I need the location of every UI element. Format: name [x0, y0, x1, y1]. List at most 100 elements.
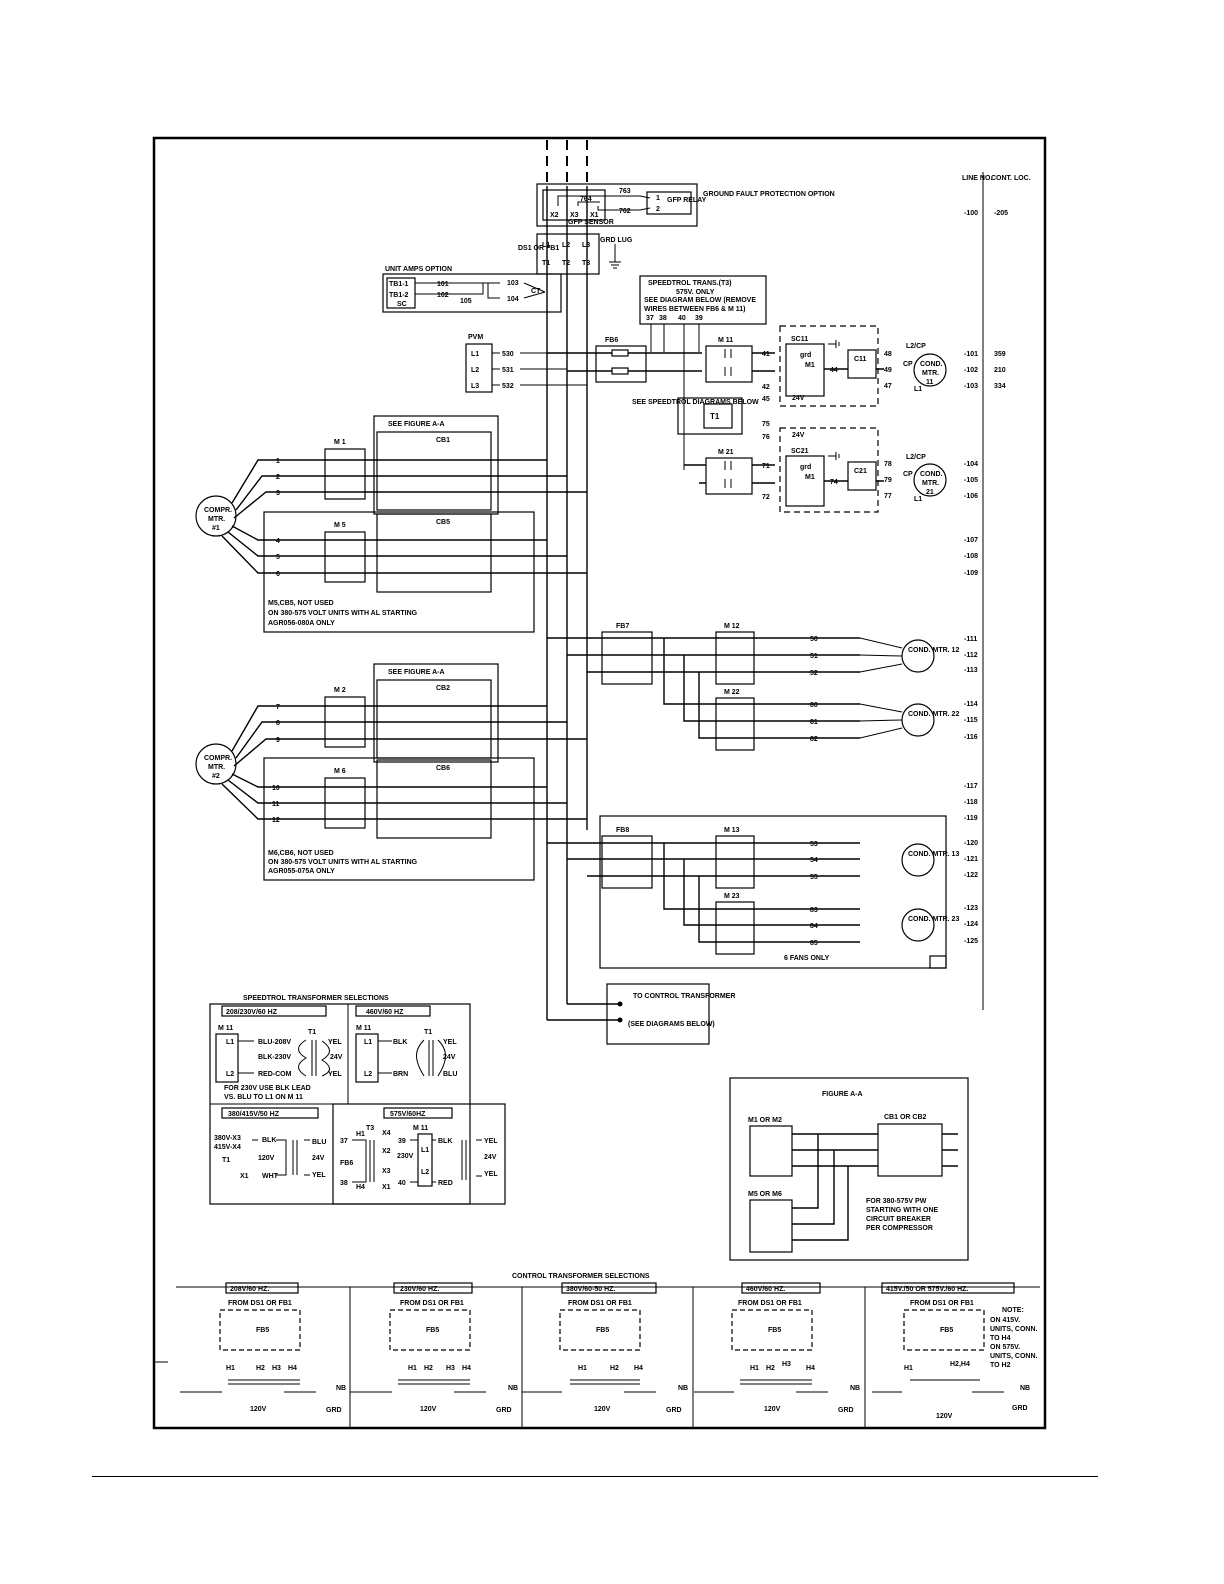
cont-loc: -205	[994, 210, 1008, 217]
wire-label: 531	[502, 367, 514, 374]
cap-label: C11	[854, 356, 867, 363]
fb7-group: FB7 M 12 M 22 50 51 52 80 81 82 COND. MT…	[547, 623, 959, 751]
line-number: -122	[964, 872, 978, 879]
wire-label: 77	[884, 493, 892, 500]
speedtrol-note: VS. BLU TO L1 ON M 11	[224, 1094, 303, 1101]
wire-label: 37	[340, 1138, 348, 1145]
wire-label: 72	[762, 494, 770, 501]
speedtrol-selections-title: SPEEDTROL TRANSFORMER SELECTIONS	[243, 995, 389, 1002]
tap-label: H2	[610, 1365, 619, 1372]
wire-label: 83	[810, 907, 818, 914]
terminal-label: L2	[471, 367, 479, 374]
panel-header: 208/230V/60 HZ	[226, 1009, 278, 1016]
starter-label: M 5	[334, 522, 346, 529]
terminal-label: T1	[542, 260, 550, 267]
lead-label: BLK	[262, 1137, 276, 1144]
line-number: -107	[964, 537, 978, 544]
m6-note: M6,CB6, NOT USED	[268, 850, 334, 857]
wire-label: 85	[810, 940, 818, 947]
wire-label: 51	[810, 653, 818, 660]
line-number: -124	[964, 921, 978, 928]
panel-header: 575V/60HZ	[390, 1111, 426, 1118]
m5-note: AGR056-080A ONLY	[268, 620, 335, 627]
compressor-label: COMPR.	[204, 755, 232, 762]
speedtrol-note: FOR 230V USE BLK LEAD	[224, 1085, 311, 1092]
starter-label: M 12	[724, 623, 740, 630]
compressor-label: #1	[212, 525, 220, 532]
from-label: FROM DS1 OR FB1	[228, 1300, 292, 1307]
compressor-label: COMPR.	[204, 507, 232, 514]
t1-label: T1	[222, 1157, 230, 1164]
wire-label: 764	[580, 196, 592, 203]
compressor-label: MTR.	[208, 516, 225, 523]
fb5-label: FB5	[256, 1327, 269, 1334]
panel-header: 230V/60 HZ.	[400, 1286, 439, 1293]
figure-aa-note: STARTING WITH ONE	[866, 1207, 939, 1214]
line-number: -116	[964, 734, 978, 741]
tap-label: H2	[766, 1365, 775, 1372]
v120-label: 120V	[250, 1406, 267, 1413]
starter-label: M 11	[413, 1125, 428, 1132]
nb-label: NB	[508, 1385, 518, 1392]
v120-label: 120V	[936, 1413, 953, 1420]
lead-label: YEL	[328, 1071, 342, 1078]
wire-label: 81	[810, 719, 818, 726]
gfp-option: GROUND FAULT PROTECTION OPTION GFP RELAY…	[536, 183, 835, 227]
from-label: FROM DS1 OR FB1	[568, 1300, 632, 1307]
wire-label: 44	[830, 367, 838, 374]
starter-label: M 1	[334, 439, 346, 446]
terminal-label: L2/CP	[906, 454, 926, 461]
lead-label: YEL	[484, 1171, 498, 1178]
wire-label: 75	[762, 421, 770, 428]
wire-label: 48	[884, 351, 892, 358]
wire-label: 105	[460, 298, 472, 305]
line-number: -103	[964, 383, 978, 390]
v24-label: 24V	[792, 395, 805, 402]
wire-label: 40	[678, 315, 686, 322]
terminal-label: L3	[582, 242, 590, 249]
pvm: PVM L1 L2 L3 530 531 532	[465, 334, 587, 393]
speedtrol-text: SEE DIAGRAM BELOW (REMOVE	[644, 297, 756, 304]
lead-label: 230V	[397, 1153, 414, 1160]
six-fans-label: 6 FANS ONLY	[784, 955, 830, 962]
m6-note: ON 380-575 VOLT UNITS WITH AL STARTING	[268, 859, 418, 866]
line-number: -114	[964, 701, 978, 708]
wire-label: 102	[437, 292, 449, 299]
v120-label: 120V	[764, 1406, 781, 1413]
cond-motor-11: COND. MTR. 11 L2/CP CP L1 48 49 47	[884, 343, 947, 393]
v24-label: 24V	[792, 432, 805, 439]
wire-label: 101	[437, 281, 449, 288]
line-number: -125	[964, 938, 978, 945]
panel-header: 460V/60 HZ.	[746, 1286, 785, 1293]
nb-label: NB	[336, 1385, 346, 1392]
ground-icon	[609, 244, 621, 269]
wire-label: 7	[276, 704, 280, 711]
wire-label: 103	[507, 280, 519, 287]
wire-label: 82	[810, 736, 818, 743]
grd-lug-label: GRD LUG	[600, 237, 633, 244]
tap-label: H4	[288, 1365, 297, 1372]
wire-label: 39	[695, 315, 703, 322]
terminal-label: L2/CP	[906, 343, 926, 350]
fb6-label: FB6	[605, 337, 618, 344]
motor-label: COND.	[920, 361, 943, 368]
gfp-relay-label: GFP RELAY	[667, 197, 707, 204]
lead-label: WHT	[262, 1173, 279, 1180]
line-number: -113	[964, 667, 978, 674]
terminal-label: L3	[471, 383, 479, 390]
panel-header: 380V/60-50 HZ.	[566, 1286, 615, 1293]
gfp-title: GROUND FAULT PROTECTION OPTION	[703, 191, 835, 198]
wire-label: 80	[810, 702, 818, 709]
lead-label: 24V	[484, 1154, 497, 1161]
wire-label: 79	[884, 477, 892, 484]
wire-label: 38	[659, 315, 667, 322]
compressor-1-group: SEE FIGURE A-A CB1 CB5 M 1 M 5 M5,CB5, N…	[195, 415, 587, 633]
lead-label: YEL	[484, 1138, 498, 1145]
wire-label: 39	[398, 1138, 406, 1145]
lead-label: BLK-230V	[258, 1054, 291, 1061]
grd-label: grd	[800, 464, 811, 471]
tap-label: H1	[578, 1365, 587, 1372]
m5-note: ON 380-575 VOLT UNITS WITH AL STARTING	[268, 610, 418, 617]
diagram-frame	[152, 136, 1047, 1430]
